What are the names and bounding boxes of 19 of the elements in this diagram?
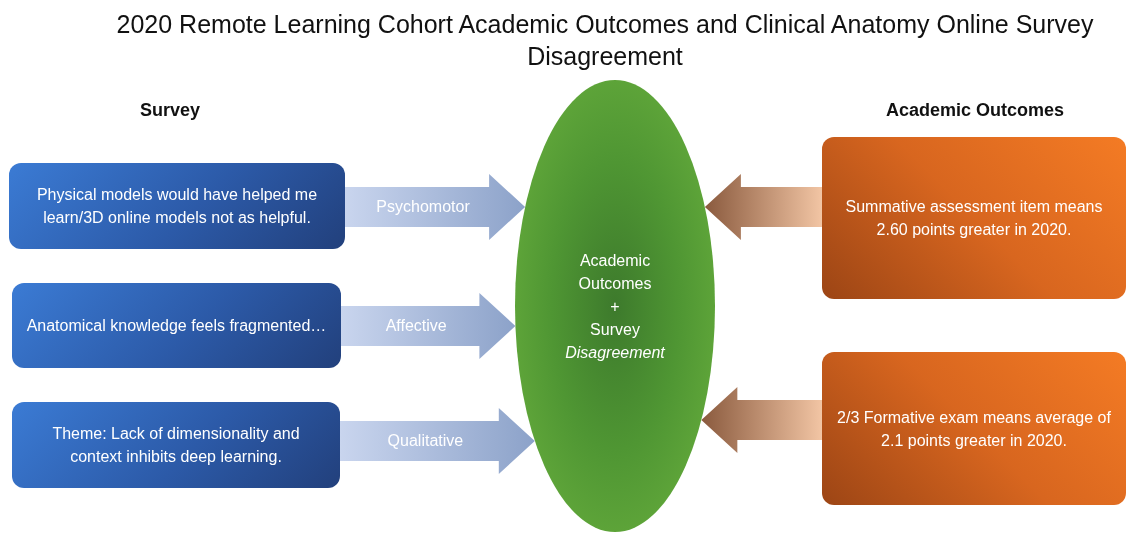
block-arrow [340,408,535,474]
ellipse-text: Academic Outcomes [577,250,653,294]
text-box: Theme: Lack of dimensionality and context inhibits deep learning. [12,402,340,488]
block-arrow [704,174,822,240]
text-box: Anatomical knowledge feels fragmented… [12,283,341,368]
edge-label: Psychomotor [376,197,470,217]
ellipse-text: Survey Disagreement [564,319,666,363]
title: 2020 Remote Learning Cohort Academic Outcomes and Clinical Anatomy Online Survey Disagreement [115,9,1095,72]
column-heading: Academic Outcomes [884,100,1066,121]
block-arrow [341,293,516,359]
text-box: 2/3 Formative exam means average of 2.1 points greater in 2020. [822,352,1126,505]
text-box: Summative assessment item means 2.60 points greater in 2020. [822,137,1126,299]
block-arrow [345,174,526,240]
block-arrow [701,387,822,453]
edge-label: Qualitative [387,431,464,451]
text-box: Physical models would have helped me learn/3D online models not as helpful. [9,163,345,249]
ellipse-text: + [609,296,621,317]
column-heading: Survey [138,100,201,121]
edge-label: Affective [385,316,447,336]
